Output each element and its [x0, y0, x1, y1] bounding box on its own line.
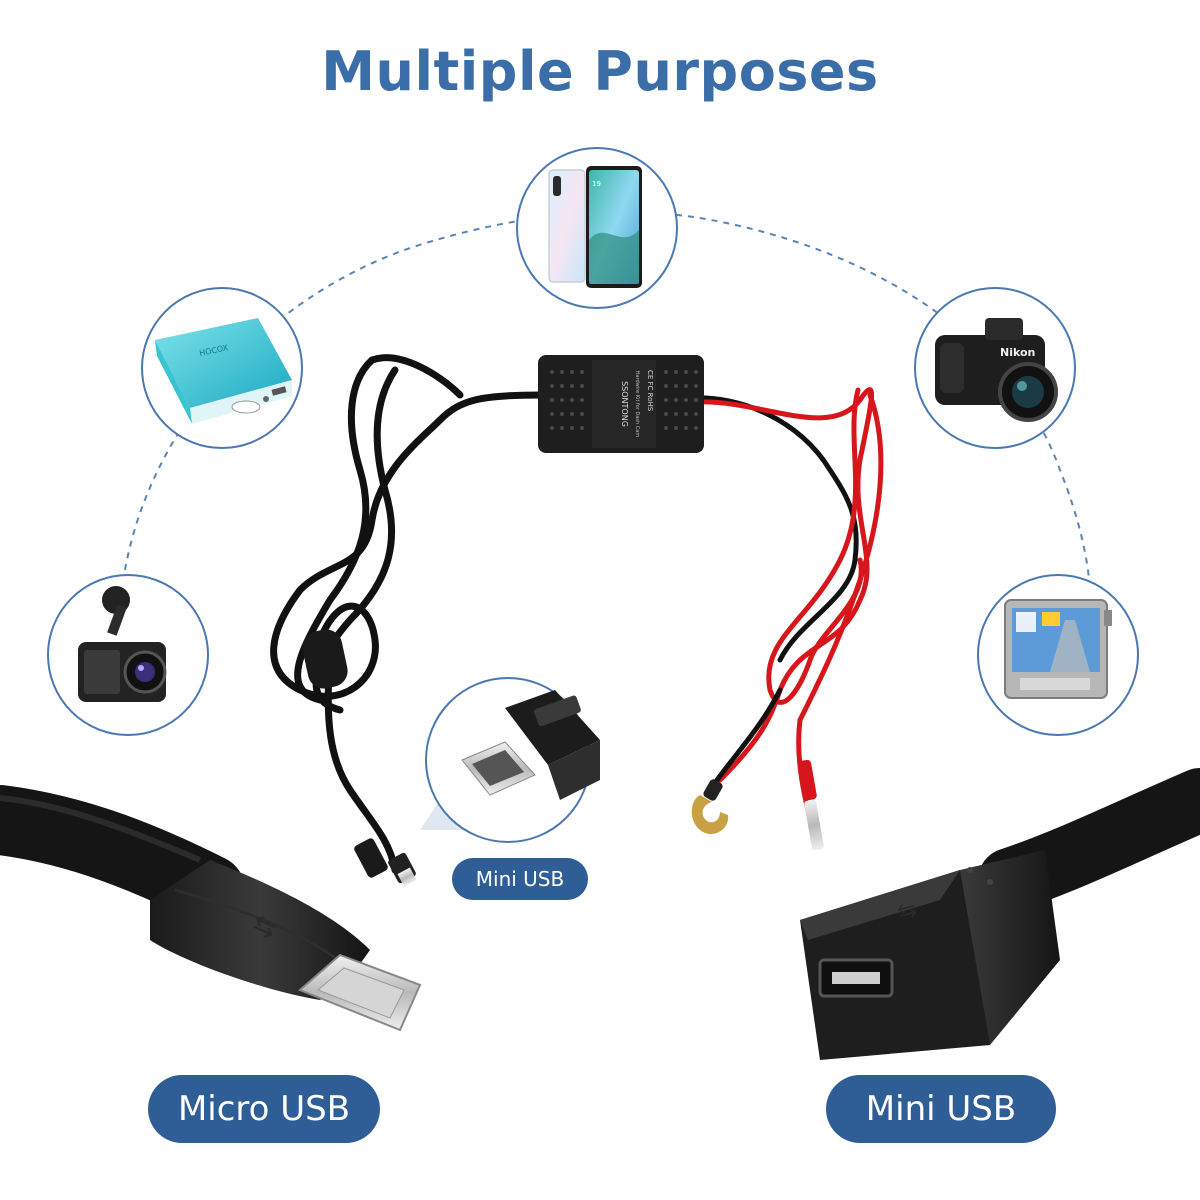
smartphone-circle: 19 — [516, 147, 678, 309]
svg-text:Nikon: Nikon — [1000, 346, 1035, 359]
mini-usb-plug-icon — [461, 690, 600, 800]
hardwire-kit: SSONTONG Hardwire Kit for Dash Cam CE FC… — [270, 354, 884, 887]
mini-usb-label: Mini USB — [826, 1075, 1056, 1143]
ring-terminal — [691, 779, 729, 835]
smartphone-icon: 19 — [548, 166, 642, 288]
power-bank-circle: HOCOX — [141, 287, 303, 449]
svg-text:SSONTONG: SSONTONG — [620, 381, 629, 427]
cable-mini-usb-plug — [354, 838, 417, 887]
pin-terminal — [799, 759, 824, 851]
digital-camera-circle: Nikon — [914, 287, 1076, 449]
svg-text:Hardwire Kit for Dash Cam: Hardwire Kit for Dash Cam — [634, 371, 640, 438]
micro-usb-label-text: Micro USB — [177, 1089, 351, 1129]
svg-text:CE FC RoHS: CE FC RoHS — [646, 370, 654, 412]
digital-camera-icon: Nikon — [935, 318, 1058, 422]
mini-usb-inset-circle — [420, 677, 600, 843]
mini-usb-label-text: Mini USB — [865, 1089, 1017, 1129]
micro-usb-cable: ⇆ — [0, 785, 422, 1032]
dash-cam-icon — [78, 586, 167, 702]
mini-usb-inset-label-text: Mini USB — [475, 867, 565, 891]
dash-cam-circle — [47, 574, 209, 736]
page-title: Multiple Purposes — [321, 40, 879, 103]
mini-usb-inset-label: Mini USB — [452, 858, 588, 900]
micro-usb-label: Micro USB — [148, 1075, 380, 1143]
svg-text:19: 19 — [592, 180, 601, 188]
gps-navigator-circle — [977, 574, 1139, 736]
mini-usb-female-cable: ⇆ — [800, 768, 1200, 1060]
gps-navigator-icon — [1004, 599, 1112, 699]
power-bank-icon: HOCOX — [155, 318, 292, 424]
